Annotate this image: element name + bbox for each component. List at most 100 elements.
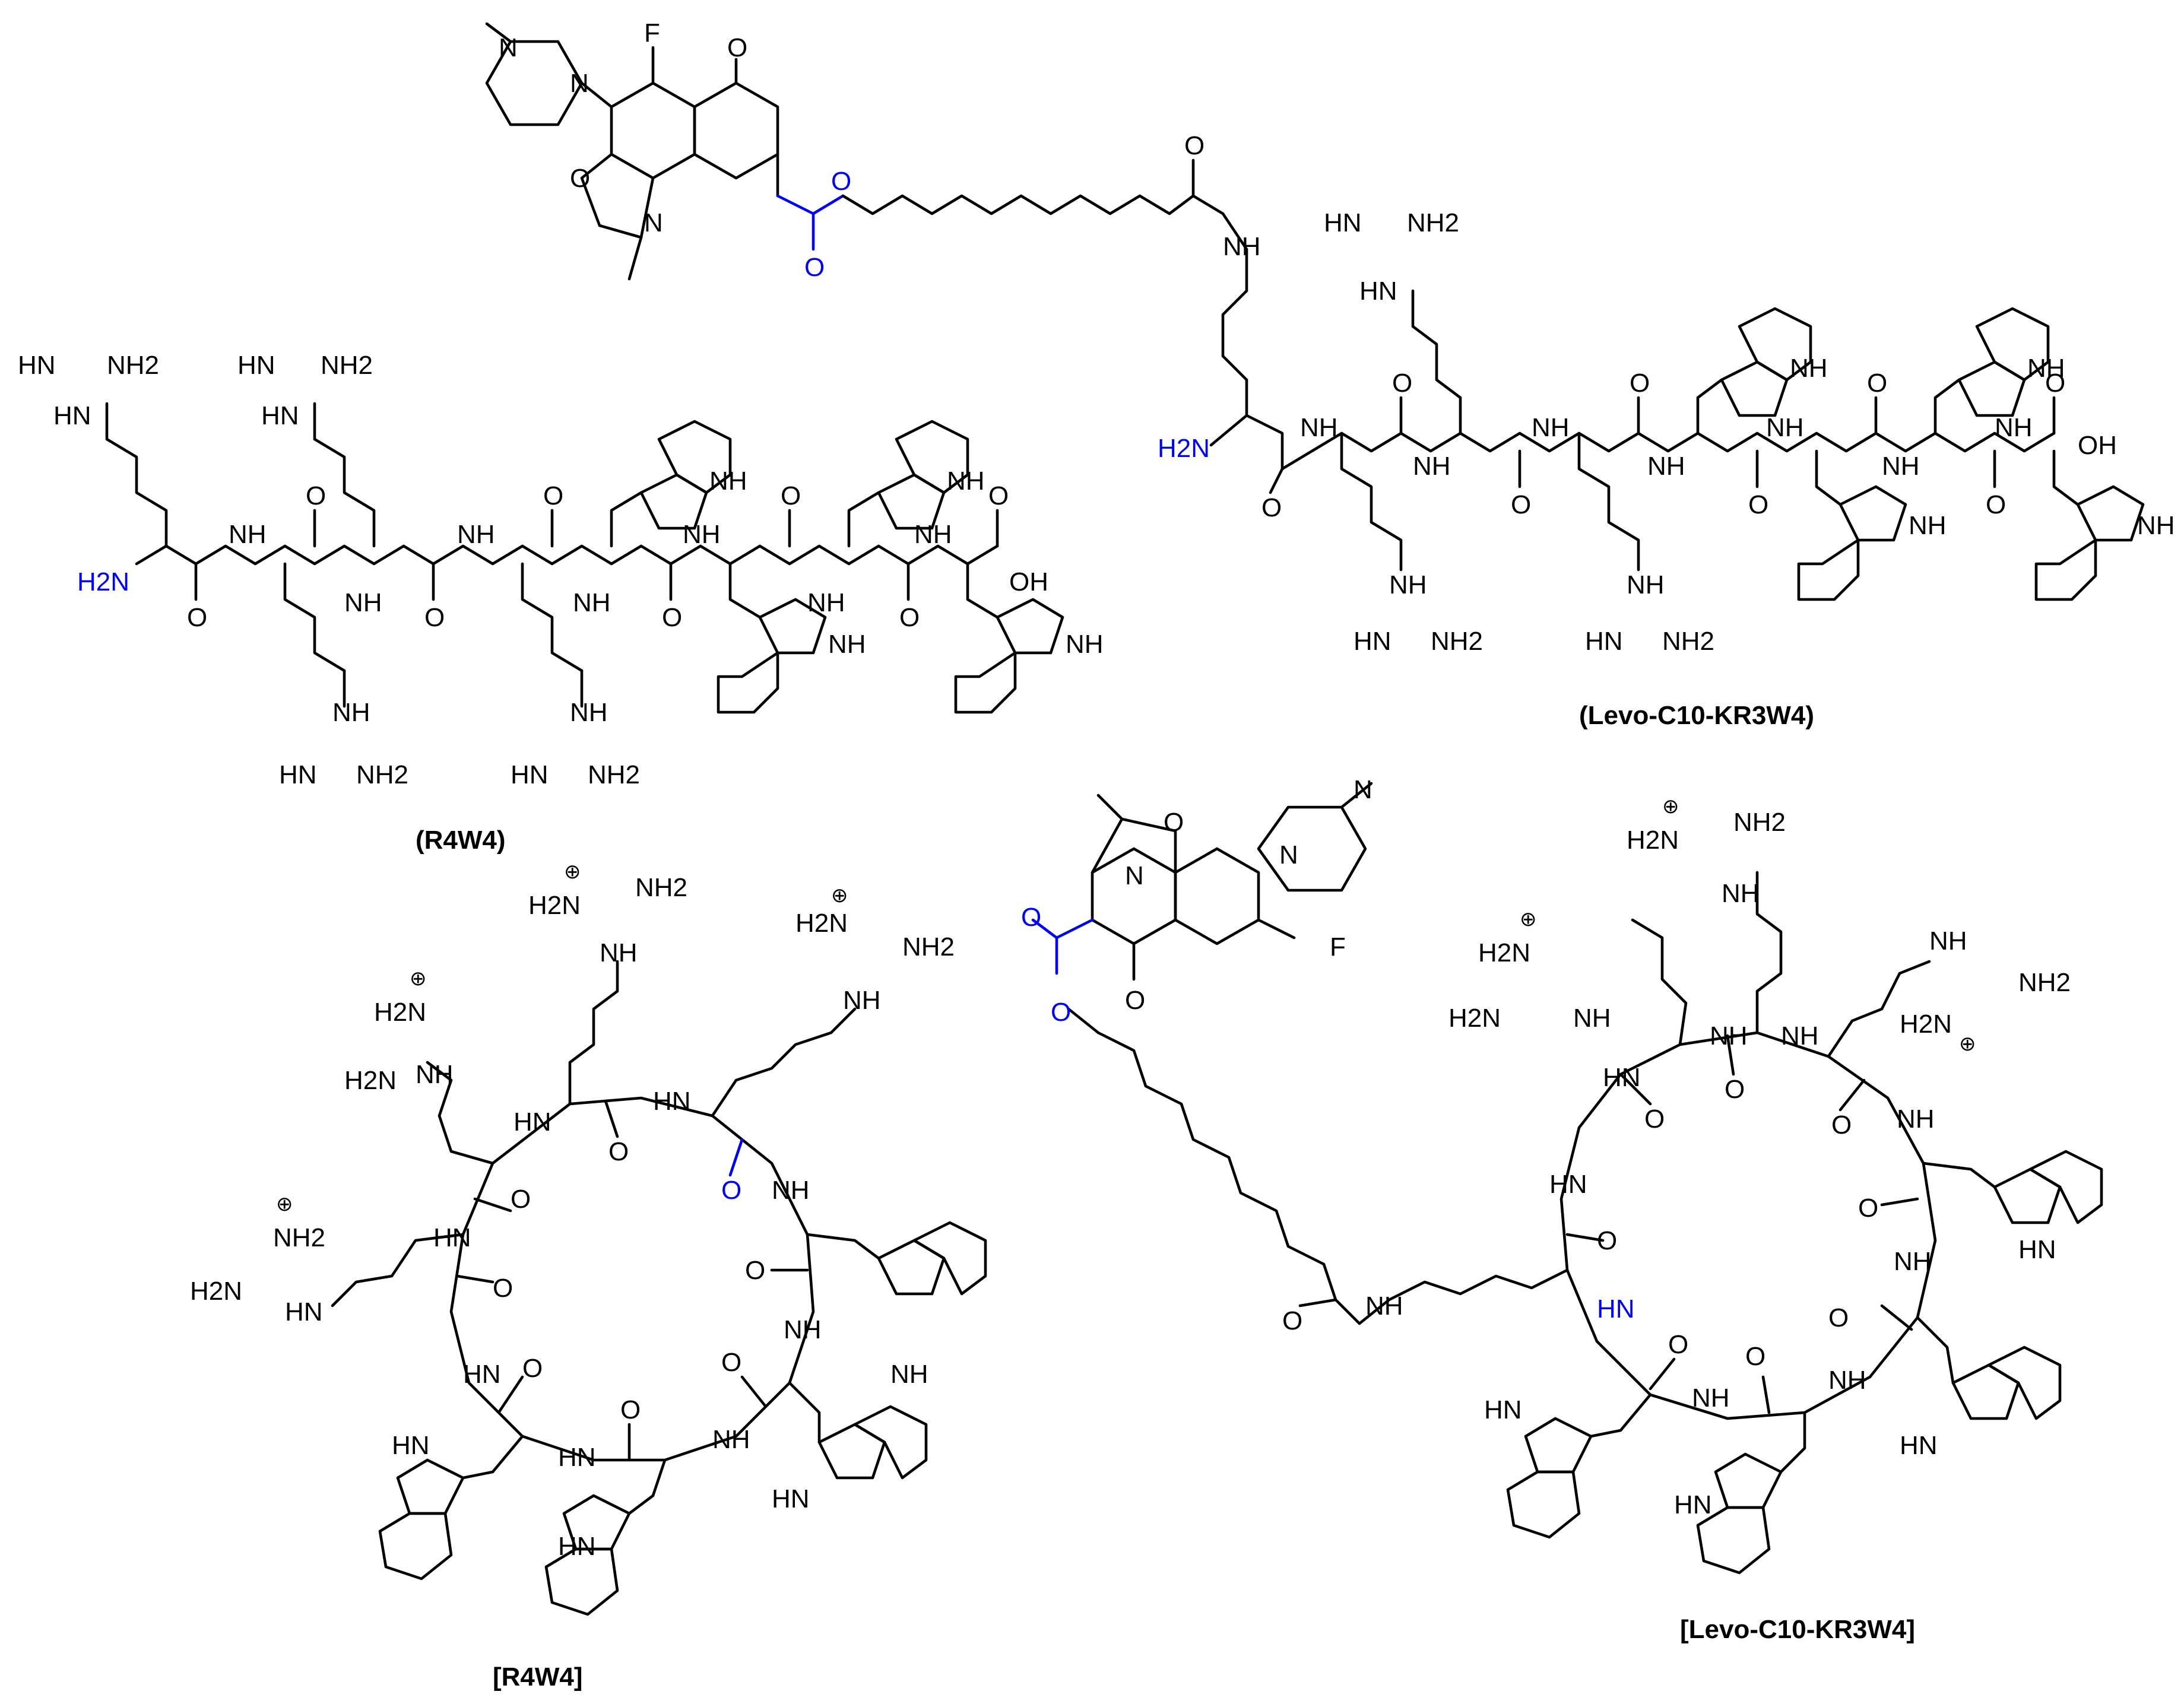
guanidinium-label: H2N xyxy=(1478,938,1530,967)
amide-nh-label: NH xyxy=(1710,1021,1748,1051)
carbonyl-o-label: O xyxy=(1597,1226,1617,1255)
amide-nh-label: NH xyxy=(1365,1291,1403,1321)
fluorine-label: F xyxy=(1330,932,1346,961)
carbonyl-o-label: O xyxy=(1828,1303,1849,1332)
guanidine-amine-label: NH2 xyxy=(1733,808,1786,837)
ring-n-label: N xyxy=(1279,840,1298,869)
carbonyl-o-label: O xyxy=(1986,490,2006,519)
ring-o-label: O xyxy=(570,164,590,193)
positive-charge-label: ⊕ xyxy=(831,884,848,907)
guanidine-imine-label: HN xyxy=(511,760,549,789)
guanidine-amine-label: NH2 xyxy=(1407,208,1459,237)
amide-nh-label: NH xyxy=(1882,452,1920,481)
amide-hn-label: HN xyxy=(1549,1170,1587,1199)
indole-nh-label: HN xyxy=(1900,1431,1938,1460)
carbonyl-o-label: O xyxy=(1831,1110,1852,1140)
cyclic-r4w4-structure: HN O HN O NH O NH O NH O HN O HN O HN O … xyxy=(190,860,987,1692)
carbonyl-o-label: O xyxy=(1125,986,1145,1015)
amide-hn-label: HN xyxy=(1603,1063,1641,1092)
amide-nh-label: NH xyxy=(1223,232,1261,261)
amide-nh-label: NH xyxy=(712,1425,750,1454)
carbonyl-o-label: O xyxy=(1392,369,1412,398)
carbonyl-o-label: O xyxy=(620,1395,641,1424)
amide-nh-label: NH xyxy=(1413,452,1451,481)
carbonyl-o-label: O xyxy=(1282,1306,1302,1335)
guanidine-amine-label: NH2 xyxy=(902,932,955,961)
amide-nh-label: NH xyxy=(1647,452,1685,481)
amide-nh-label: NH xyxy=(1300,413,1338,442)
amide-hn-label: HN xyxy=(53,401,91,430)
indole-nh-label: NH xyxy=(1066,630,1104,659)
carbonyl-o-label: O xyxy=(306,481,326,510)
amide-nh-label: NH xyxy=(1828,1366,1866,1395)
amide-nh-label: NH xyxy=(1929,926,1967,956)
guanidine-amine-label: NH2 xyxy=(273,1223,325,1252)
positive-charge-label: ⊕ xyxy=(1959,1032,1976,1056)
amide-nh-label: NH xyxy=(1573,1004,1611,1033)
positive-charge-label: ⊕ xyxy=(1662,795,1679,818)
fluorine-label: F xyxy=(644,18,660,47)
guanidine-amine-label: NH2 xyxy=(2018,968,2071,997)
carbonyl-o-label: O xyxy=(424,603,445,632)
carbonyl-o-label: O xyxy=(1745,1342,1765,1371)
amide-nh-label: NH xyxy=(229,520,267,549)
guanidinium-label: H2N xyxy=(344,1066,397,1095)
amide-nh-label: NH xyxy=(457,520,495,549)
amide-hn-label: HN xyxy=(463,1360,501,1389)
amide-hn-label: HN xyxy=(1597,1294,1635,1324)
guanidine-amine-label: NH2 xyxy=(107,351,159,380)
positive-charge-label: ⊕ xyxy=(1520,907,1537,931)
carbonyl-o-label: O xyxy=(1725,1075,1745,1104)
amide-nh-label: NH xyxy=(807,588,845,617)
indole-nh-label: HN xyxy=(772,1484,810,1513)
amide-nh-label: NH xyxy=(1894,1247,1932,1276)
ring-n-label: N xyxy=(570,69,589,98)
carbonyl-o-label: O xyxy=(721,1176,741,1205)
indole-nh-label: HN xyxy=(1674,1490,1712,1519)
amide-nh-label: NH xyxy=(1389,570,1427,599)
guanidine-amine-label: NH2 xyxy=(635,873,687,902)
indole-nh-label: NH xyxy=(709,466,747,496)
amide-nh-label: NH xyxy=(332,698,370,727)
amide-nh-label: NH xyxy=(772,1176,810,1205)
amide-nh-label: NH xyxy=(914,520,952,549)
carbonyl-o-label: O xyxy=(721,1348,741,1377)
amide-nh-label: NH xyxy=(570,698,608,727)
guanidinium-label: H2N xyxy=(1627,826,1679,855)
amide-nh-label: NH xyxy=(1692,1383,1730,1413)
indole-nh-label: NH xyxy=(890,1360,928,1389)
guanidinium-label: H2N xyxy=(528,891,581,920)
indole-nh-label: HN xyxy=(558,1532,596,1561)
ester-o-label: O xyxy=(831,167,851,196)
positive-charge-label: ⊕ xyxy=(564,860,581,884)
amide-nh-label: NH xyxy=(1781,1021,1819,1051)
carbonyl-o-label: O xyxy=(727,33,747,62)
cyclic-levo-conjugate-structure: F N N O N O O O O NH HN O NH O NH O NH O… xyxy=(1021,775,2103,1644)
ester-carbonyl-o-label: O xyxy=(1021,903,1041,932)
ester-carbonyl-o-label: O xyxy=(804,253,825,282)
guanidinium-label: H2N xyxy=(190,1277,242,1306)
amide-nh-label: NH xyxy=(1766,413,1804,442)
ring-n-label: N xyxy=(499,33,518,62)
amide-nh-label: NH xyxy=(843,986,881,1015)
indole-nh-label: NH xyxy=(947,466,985,496)
linear-levo-conjugate-structure: F N N O N O O O O NH H2N O NH O NH O NH … xyxy=(485,18,2175,730)
compound-label-cyclic-r4w4: [R4W4] xyxy=(493,1662,583,1692)
carbonyl-o-label: O xyxy=(1511,490,1531,519)
carbonyl-o-label: O xyxy=(1630,369,1650,398)
carbonyl-o-label: O xyxy=(2045,369,2065,398)
carbonyl-o-label: O xyxy=(187,603,207,632)
carbonyl-o-label: O xyxy=(493,1274,513,1303)
ring-o-label: O xyxy=(1164,808,1184,837)
carbonyl-o-label: O xyxy=(781,481,801,510)
guanidine-amine-label: NH2 xyxy=(1662,627,1714,656)
carbonyl-o-label: O xyxy=(1644,1105,1665,1134)
acid-oh-label: OH xyxy=(2078,431,2117,460)
guanidine-imine-label: HN xyxy=(279,760,317,789)
amide-nh-label: NH xyxy=(1995,413,2033,442)
amide-nh-label: NH xyxy=(1532,413,1570,442)
amide-nh-label: HN xyxy=(558,1443,596,1472)
carbonyl-o-label: O xyxy=(1261,493,1282,522)
carbonyl-o-label: O xyxy=(522,1354,543,1383)
